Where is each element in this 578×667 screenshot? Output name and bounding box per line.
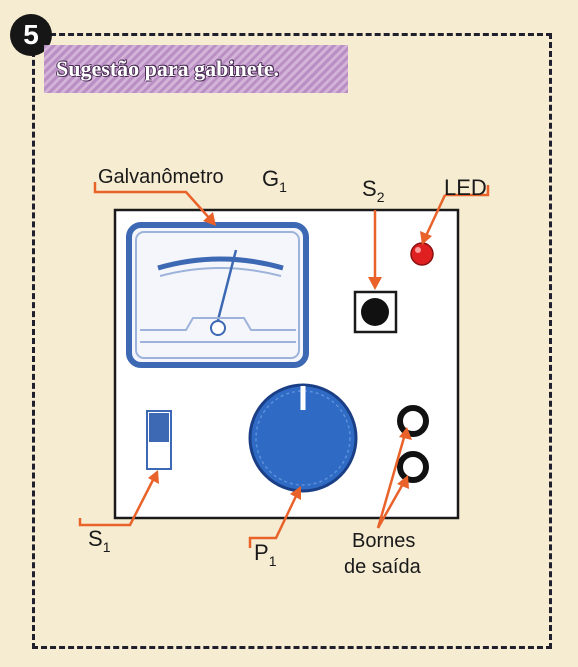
g1-label: G1: [262, 166, 287, 195]
arrowhead-terminal-top: [399, 427, 412, 440]
s1-label: S1: [88, 526, 111, 555]
led-indicator: [410, 242, 434, 266]
led-highlight: [415, 247, 421, 253]
leader-terminal-top: [376, 433, 407, 529]
led-label: LED: [444, 175, 487, 200]
s2-subscript: 2: [376, 189, 385, 205]
galvanometer-meter: [126, 222, 309, 368]
s1-letter: S: [88, 526, 103, 551]
output-terminal-bottom: [397, 451, 429, 483]
p1-label: P1: [254, 540, 277, 569]
leader-lines: [78, 182, 490, 548]
leader-p1: [248, 491, 300, 548]
leader-s1: [78, 475, 157, 527]
terminals-label-line1: Bornes: [352, 530, 416, 552]
figure-number: 5: [23, 19, 39, 50]
title-banner: Sugestão para gabinete.: [44, 45, 348, 93]
leader-galvanometer: [93, 182, 212, 221]
p1-subscript: 1: [268, 553, 277, 569]
terminals-label-line2: de saída: [344, 556, 421, 578]
figure-title: Sugestão para gabinete.: [56, 56, 280, 81]
output-terminal-top: [397, 405, 429, 437]
g1-subscript: 1: [279, 179, 287, 195]
leader-terminal-bottom: [376, 481, 406, 529]
arrowhead-led: [420, 231, 432, 245]
arrowhead-terminal-bottom: [397, 475, 409, 489]
s2-letter: S: [362, 176, 377, 201]
p1-potentiometer-knob: [248, 383, 358, 493]
meter-needle: [216, 249, 238, 321]
s2-label: S2: [362, 176, 385, 205]
p1-letter: P: [254, 540, 269, 565]
s2-push-button: [353, 290, 398, 334]
arrowhead-p1: [290, 486, 301, 500]
meter-pivot: [210, 320, 226, 336]
leader-led: [423, 194, 447, 239]
dashed-frame: [32, 33, 552, 649]
s1-slide-switch: [146, 410, 172, 470]
s1-subscript: 1: [102, 539, 111, 555]
leader-arrowheads: [148, 212, 432, 500]
galvanometer-label: Galvanômetro: [98, 166, 224, 188]
arrowhead-s1: [148, 470, 159, 484]
g1-letter: G: [262, 166, 280, 191]
arrowhead-s2: [368, 277, 382, 290]
leader-led-bar: [445, 185, 490, 197]
arrowhead-galvanometer: [203, 212, 216, 226]
